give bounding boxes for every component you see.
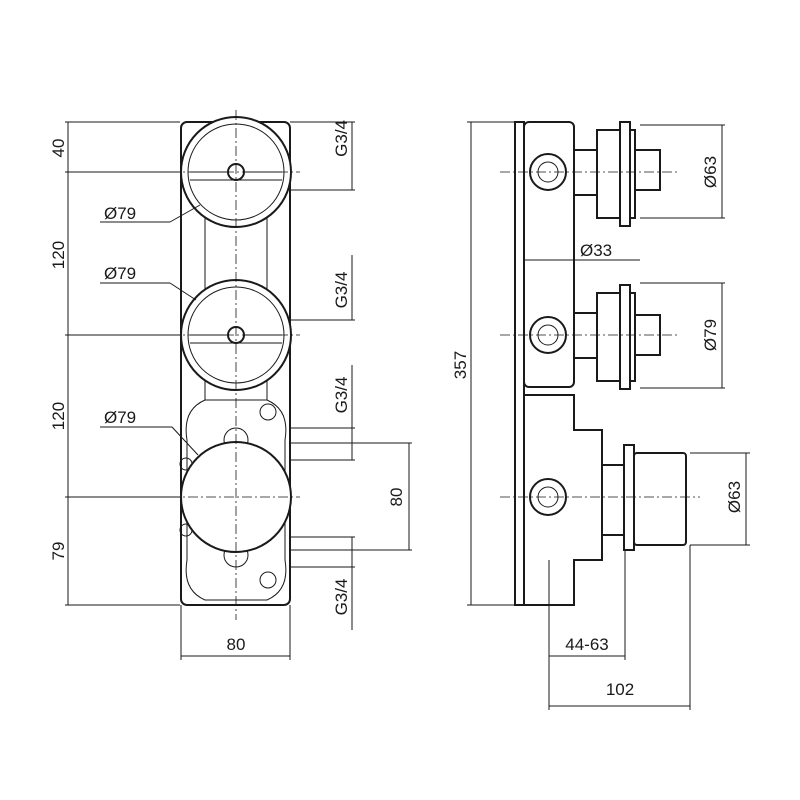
thread-labels: G3/4 G3/4 G3/4 G3/4 [290, 120, 355, 630]
dim-height: 357 [451, 351, 470, 379]
dim-79: 79 [49, 542, 68, 561]
dia-79-top: Ø79 [104, 204, 136, 223]
front-view: 40 120 120 79 Ø79 Ø79 Ø79 G3/4 G3/4 G3/4… [49, 110, 412, 660]
thread-4: G3/4 [332, 579, 351, 616]
dia-79-side: Ø79 [701, 319, 720, 351]
side-knob-top [596, 121, 661, 227]
dia-63-top: Ø63 [701, 156, 720, 188]
thread-2: G3/4 [332, 272, 351, 309]
dim-40: 40 [49, 139, 68, 158]
side-thermostat-knob [601, 444, 687, 551]
side-knob-middle [596, 284, 661, 390]
thread-3: G3/4 [332, 377, 351, 414]
side-view: 357 Ø63 Ø33 Ø79 Ø63 44-63 102 [451, 121, 750, 710]
dim-width: 80 [227, 635, 246, 654]
dim-120-a: 120 [49, 241, 68, 269]
dim-depth-range: 44-63 [565, 635, 608, 654]
dia-79-bottom: Ø79 [104, 408, 136, 427]
dim-depth-total: 102 [606, 680, 634, 699]
dia-33: Ø33 [580, 241, 612, 260]
left-dimension-chain: 40 120 120 79 [49, 121, 180, 606]
dia-63-bottom: Ø63 [725, 481, 744, 513]
dia-79-middle: Ø79 [104, 264, 136, 283]
thread-1: G3/4 [332, 120, 351, 157]
dim-120-b: 120 [49, 402, 68, 430]
mounting-plate [514, 121, 525, 606]
dim-outlet-spacing: 80 [387, 488, 406, 507]
diameter-labels: Ø79 Ø79 Ø79 [100, 204, 201, 456]
